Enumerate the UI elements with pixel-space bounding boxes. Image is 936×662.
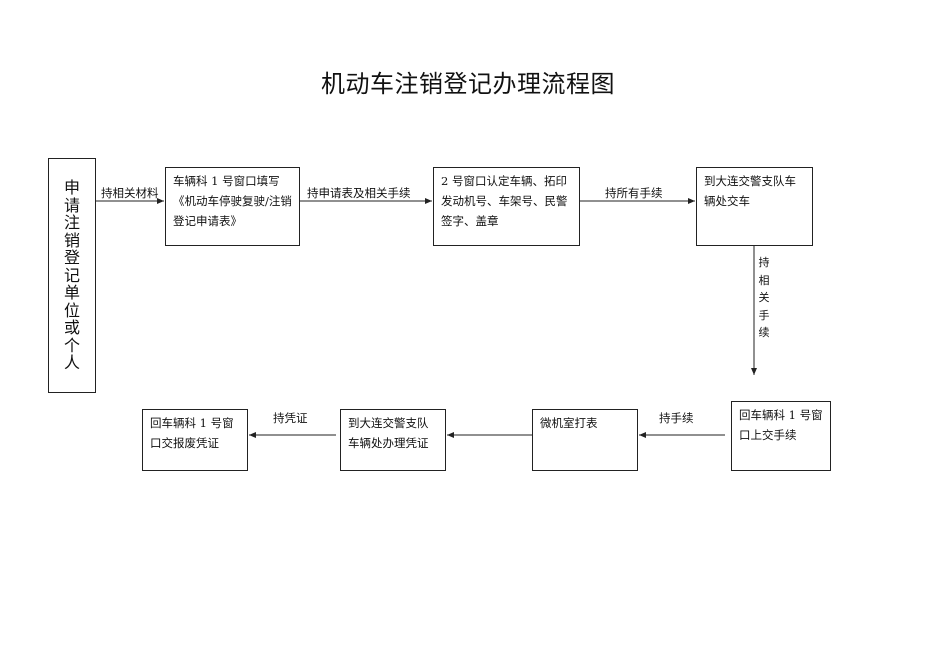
step-surrender-vehicle: 到大连交警支队车辆处交车 xyxy=(696,167,813,246)
edge-label-with-related-documents: 持相关手续 xyxy=(758,256,770,339)
step-return-scrap-certificate: 回车辆科 1 号窗口交报废凭证 xyxy=(142,409,248,471)
step-vehicle-inspection: 2 号窗口认定车辆、拓印发动机号、车架号、民警签字、盖章 xyxy=(433,167,580,246)
edge-label-with-materials: 持相关材料 xyxy=(101,186,159,200)
edge-label-with-certificate: 持凭证 xyxy=(273,411,308,425)
step-print-form: 微机室打表 xyxy=(532,409,638,471)
step-submit-documents: 回车辆科 1 号窗口上交手续 xyxy=(731,401,831,471)
step-obtain-certificate: 到大连交警支队车辆处办理凭证 xyxy=(340,409,446,471)
applicant-box: 申请注销登记单位或个人 xyxy=(48,158,96,393)
step-fill-application-form: 车辆科 1 号窗口填写《机动车停驶复驶/注销登记申请表》 xyxy=(165,167,300,246)
edge-label-with-all-documents: 持所有手续 xyxy=(605,186,663,200)
applicant-label: 申请注销登记单位或个人 xyxy=(64,178,81,373)
edge-label-with-application-form: 持申请表及相关手续 xyxy=(307,186,411,200)
edge-label-with-documents: 持手续 xyxy=(659,411,694,425)
flowchart-title: 机动车注销登记办理流程图 xyxy=(321,70,615,98)
